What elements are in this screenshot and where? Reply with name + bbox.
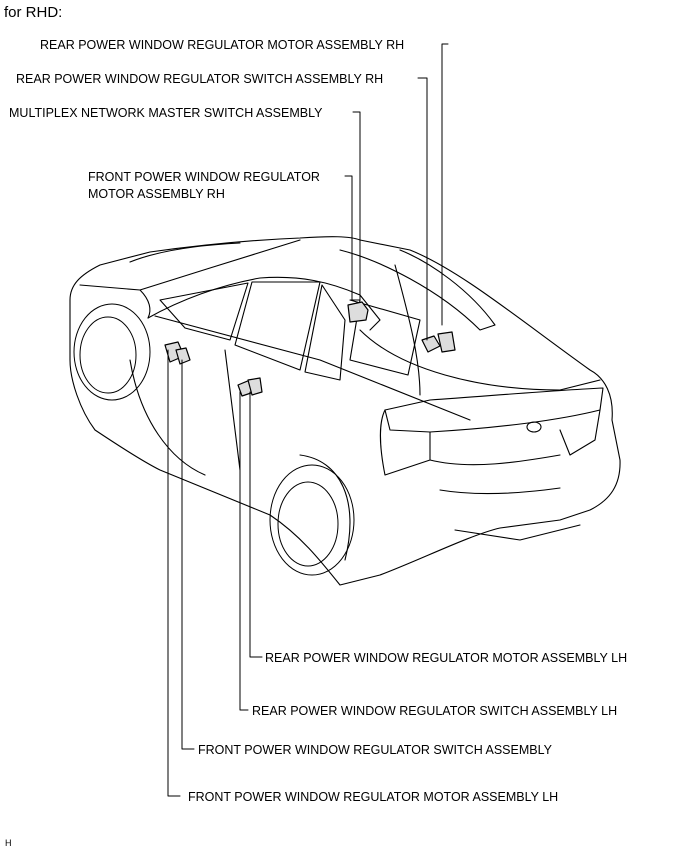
wheel-front-left: [73, 303, 151, 401]
label-front-motor-rh-line1: FRONT POWER WINDOW REGULATOR: [88, 170, 320, 184]
label-rear-motor-rh: REAR POWER WINDOW REGULATOR MOTOR ASSEMB…: [40, 38, 405, 52]
leader-lines: [167, 43, 449, 797]
car-outline: [69, 236, 621, 586]
wheel-rear-left: [269, 464, 355, 576]
figure-id: H: [5, 838, 12, 848]
label-front-motor-rh-line2: MOTOR ASSEMBLY RH: [88, 187, 225, 201]
label-master-switch: MULTIPLEX NETWORK MASTER SWITCH ASSEMBLY: [9, 106, 323, 120]
label-rear-switch-lh: REAR POWER WINDOW REGULATOR SWITCH ASSEM…: [252, 704, 618, 718]
page-heading: for RHD:: [4, 4, 63, 21]
label-front-switch: FRONT POWER WINDOW REGULATOR SWITCH ASSE…: [198, 743, 552, 757]
label-rear-motor-lh: REAR POWER WINDOW REGULATOR MOTOR ASSEMB…: [265, 651, 628, 665]
label-front-motor-lh: FRONT POWER WINDOW REGULATOR MOTOR ASSEM…: [188, 790, 559, 804]
label-rear-switch-rh: REAR POWER WINDOW REGULATOR SWITCH ASSEM…: [16, 72, 384, 86]
